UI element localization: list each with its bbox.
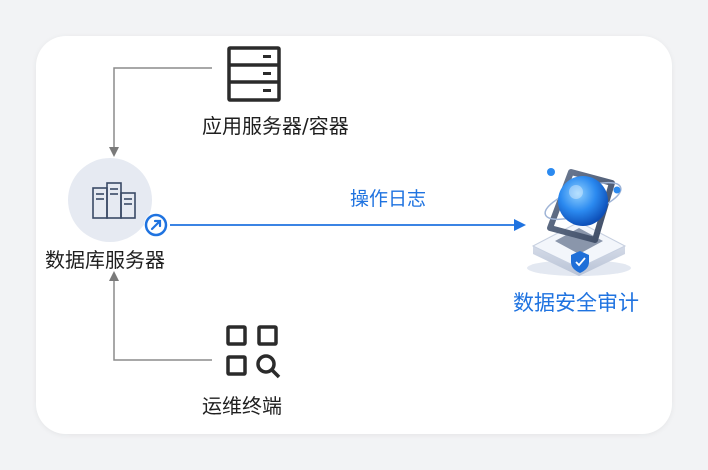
app-server-label: 应用服务器/容器 <box>202 114 349 138</box>
grid-search-icon <box>226 325 281 379</box>
connector-app-to-db <box>109 67 212 157</box>
audit-label: 数据安全审计 <box>513 291 639 315</box>
server-rack-icon <box>227 46 281 102</box>
operation-log-label: 操作日志 <box>350 188 427 210</box>
connector-ops-to-db <box>109 271 212 361</box>
ops-terminal-label: 运维终端 <box>202 394 282 418</box>
shield-sphere-icon <box>527 168 631 276</box>
database-servers-icon <box>68 158 168 242</box>
db-server-label: 数据库服务器 <box>45 248 165 272</box>
